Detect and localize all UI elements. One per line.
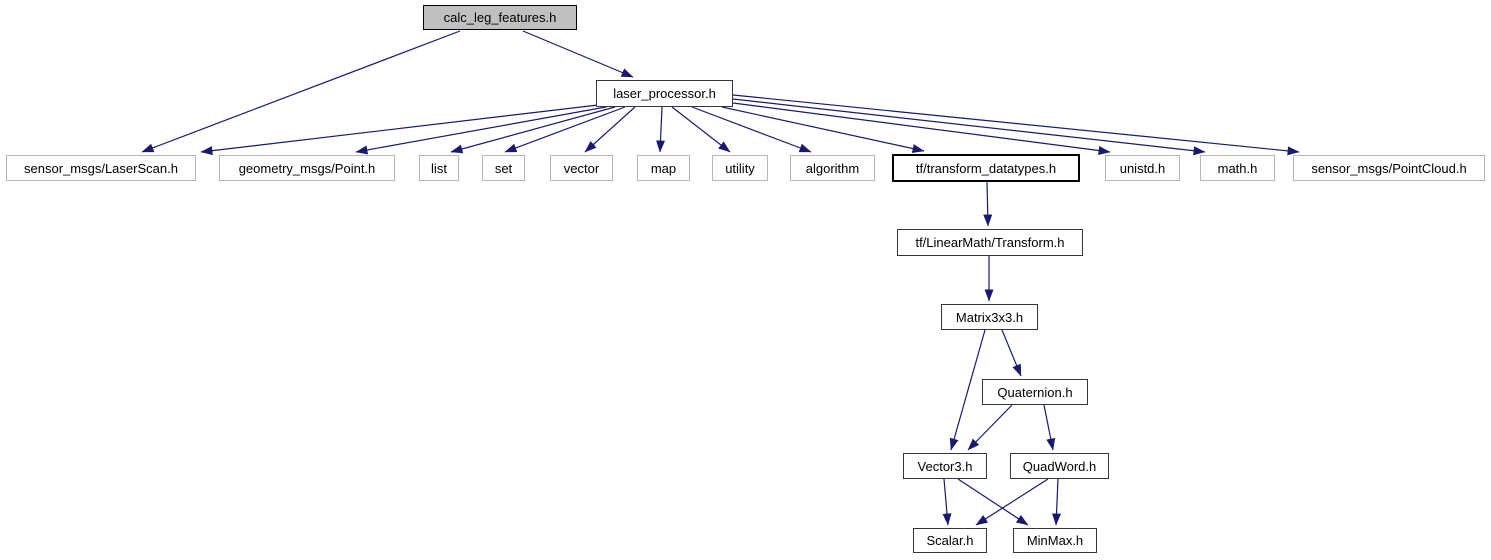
node-utility: utility — [712, 155, 768, 181]
node-math: math.h — [1200, 155, 1275, 181]
node-vector3[interactable]: Vector3.h — [903, 453, 987, 479]
edge-laser_processor-to-transform_datatypes — [721, 106, 925, 153]
edge-quaternion-to-vector3 — [967, 404, 1013, 451]
node-calc_leg_features: calc_leg_features.h — [423, 5, 577, 30]
edge-laser_processor-to-point — [355, 106, 607, 155]
edge-laser_processor-to-set — [504, 106, 626, 153]
node-set: set — [482, 155, 525, 181]
edge-matrix3x3-to-vector3 — [949, 329, 986, 451]
node-scalar[interactable]: Scalar.h — [913, 528, 987, 553]
node-algorithm: algorithm — [790, 155, 875, 181]
node-unistd: unistd.h — [1105, 155, 1180, 181]
node-vector: vector — [550, 155, 613, 181]
node-point: geometry_msgs/Point.h — [219, 155, 395, 181]
edge-laser_processor-to-algorithm — [691, 106, 812, 153]
edge-transform_datatypes-to-transform — [983, 181, 993, 227]
edge-calc_leg_features-to-laser_processor — [522, 30, 634, 78]
edge-laser_processor-to-pointcloud — [732, 94, 1300, 156]
edge-vector3-to-scalar — [942, 478, 952, 526]
node-quadword[interactable]: QuadWord.h — [1010, 453, 1109, 479]
node-laserscan: sensor_msgs/LaserScan.h — [6, 155, 196, 181]
node-transform_datatypes[interactable]: tf/transform_datatypes.h — [892, 154, 1080, 182]
edge-vector3-to-minmax — [957, 478, 1029, 526]
node-map: map — [637, 155, 690, 181]
edge-quaternion-to-quadword — [1043, 404, 1056, 451]
edge-calc_leg_features-to-laserscan — [141, 30, 461, 153]
node-laser_processor[interactable]: laser_processor.h — [596, 80, 733, 107]
edge-laser_processor-to-unistd — [732, 102, 1111, 155]
edge-laser_processor-to-utility — [671, 106, 731, 153]
edge-laser_processor-to-vector — [584, 106, 636, 153]
edge-laser_processor-to-laserscan — [200, 104, 599, 156]
edge-laser_processor-to-map — [656, 106, 666, 153]
edge-laser_processor-to-math — [732, 98, 1206, 156]
node-quaternion[interactable]: Quaternion.h — [982, 379, 1088, 405]
node-matrix3x3[interactable]: Matrix3x3.h — [941, 304, 1038, 330]
node-list: list — [419, 155, 459, 181]
edge-laser_processor-to-list — [450, 106, 616, 154]
node-transform[interactable]: tf/LinearMath/Transform.h — [897, 229, 1083, 256]
node-minmax[interactable]: MinMax.h — [1013, 528, 1097, 553]
node-pointcloud: sensor_msgs/PointCloud.h — [1293, 155, 1485, 181]
edge-quadword-to-scalar — [975, 478, 1049, 526]
edge-matrix3x3-to-quaternion — [1001, 329, 1022, 377]
edge-quadword-to-minmax — [1052, 478, 1061, 526]
